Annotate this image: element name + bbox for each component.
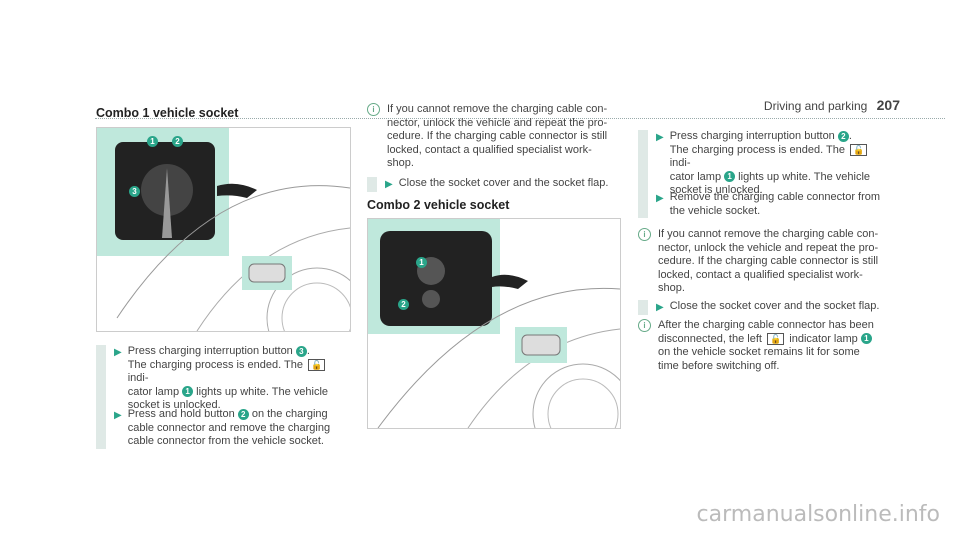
callout-2: 2 — [398, 299, 409, 310]
arrow-icon: ▶ — [656, 193, 664, 204]
arrow-icon: ▶ — [385, 179, 393, 190]
header-rule — [95, 118, 945, 119]
section-name: Driving and parking — [763, 99, 868, 113]
combo1-figure: 1 2 3 — [96, 127, 351, 332]
arrow-icon: ▶ — [114, 410, 122, 421]
section1-title: Combo 1 vehicle socket — [96, 106, 239, 120]
info-icon: i — [638, 319, 651, 332]
left-step-1: ▶ Press charging interruption button 3. … — [96, 345, 349, 413]
combo1-illustration — [97, 128, 350, 331]
lock-icon: 🔓 — [308, 358, 326, 371]
right-step-3: ▶ Close the socket cover and the socket … — [638, 300, 890, 315]
info-icon: i — [638, 228, 651, 241]
callout-3: 3 — [129, 186, 140, 197]
arrow-icon: ▶ — [656, 302, 664, 313]
arrow-icon: ▶ — [114, 347, 122, 358]
page-number: 207 — [876, 97, 900, 113]
callout-2: 2 — [172, 136, 183, 147]
mid-step: ▶ Close the socket cover and the socket … — [367, 177, 619, 192]
right-step-1: ▶ Press charging interruption button 2. … — [638, 130, 890, 198]
arrow-icon: ▶ — [656, 132, 664, 143]
callout-1: 1 — [147, 136, 158, 147]
lock-icon: 🔓 — [850, 143, 868, 156]
mid-info: i If you cannot remove the charging cabl… — [367, 103, 619, 171]
running-header: Driving and parking 207 — [764, 97, 900, 113]
lock-icon: 🔓 — [767, 332, 785, 345]
info-icon: i — [367, 103, 380, 116]
right-info-1: i If you cannot remove the charging cabl… — [638, 228, 890, 296]
left-step-2: ▶ Press and hold button 2 on the chargin… — [96, 408, 349, 449]
callout-1: 1 — [416, 257, 427, 268]
section2-title: Combo 2 vehicle socket — [367, 198, 510, 212]
right-step-2: ▶ Remove the charging cable connector fr… — [638, 191, 890, 218]
right-info-2: i After the charging cable connector has… — [638, 319, 890, 373]
combo2-figure: 1 2 — [367, 218, 621, 429]
watermark: carmanualsonline.info — [696, 502, 940, 527]
combo2-illustration — [368, 219, 620, 428]
